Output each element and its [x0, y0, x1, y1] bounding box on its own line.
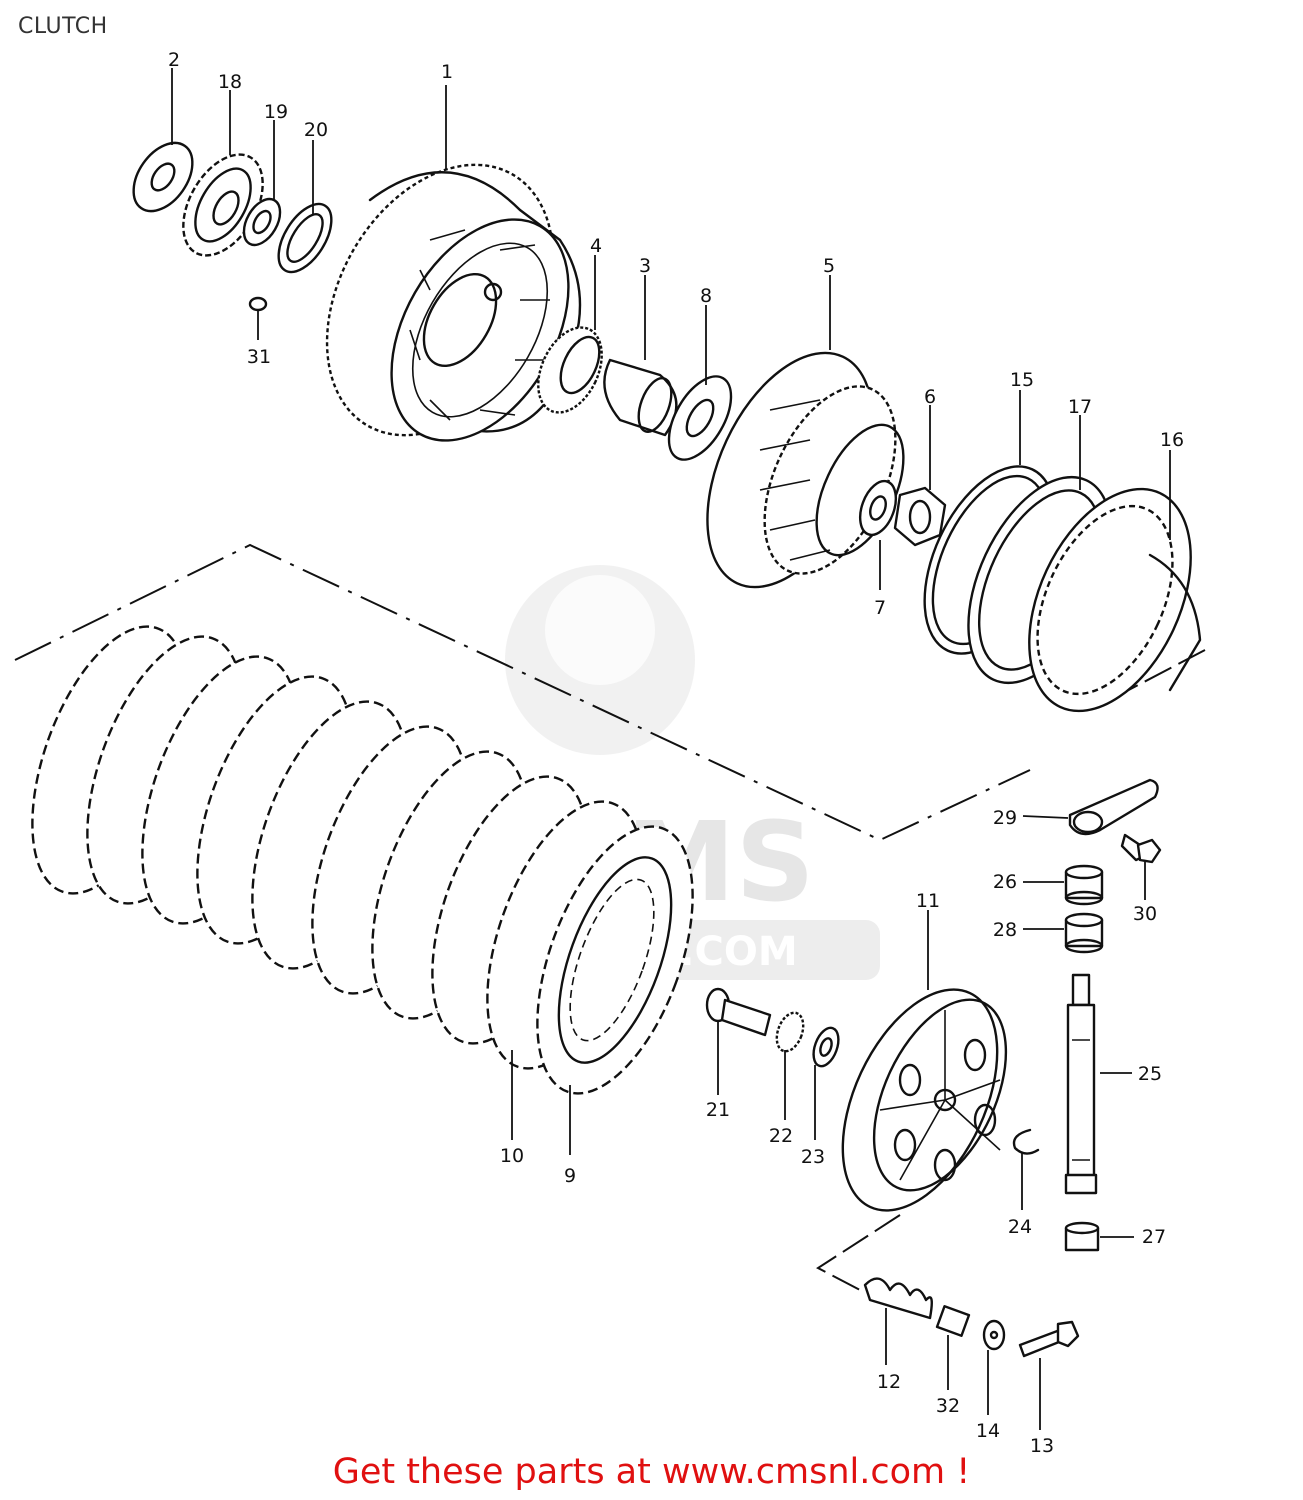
- part-26-bush: [1064, 864, 1104, 906]
- callout-15: 15: [1010, 369, 1034, 391]
- callout-4: 4: [590, 235, 602, 257]
- callout-31: 31: [247, 346, 271, 368]
- callout-18: 18: [218, 71, 242, 93]
- part-30-bolt: [1120, 833, 1162, 864]
- part-2-washer: [132, 141, 194, 213]
- callout-29: 29: [993, 807, 1017, 829]
- callout-5: 5: [823, 255, 835, 277]
- part-24-clip: [1012, 1128, 1040, 1155]
- part-29-release-arm: [1068, 778, 1159, 836]
- part-20-ring: [277, 202, 333, 274]
- callout-11: 11: [916, 890, 940, 912]
- part-13-bolt: [1018, 1320, 1080, 1358]
- part-16-wave-plate: [1028, 487, 1202, 713]
- callout-10: 10: [500, 1145, 524, 1167]
- part-7-lock-washer: [858, 479, 898, 537]
- callout-1: 1: [441, 61, 453, 83]
- callout-21: 21: [706, 1099, 730, 1121]
- callout-6: 6: [924, 386, 936, 408]
- callout-28: 28: [993, 919, 1017, 941]
- part-27-bush: [1064, 1221, 1100, 1252]
- callout-2: 2: [168, 49, 180, 71]
- callout-32: 32: [936, 1395, 960, 1417]
- part-6-nut: [893, 486, 947, 547]
- part-9-10-plate-stack: [31, 625, 694, 1095]
- part-22-bearing: [775, 1011, 805, 1053]
- callout-23: 23: [801, 1146, 825, 1168]
- part-5-sleeve-hub: [706, 351, 905, 589]
- callout-leaders: [171, 68, 1171, 1430]
- part-21-release-rack: [705, 987, 772, 1037]
- part-25-release-shaft: [1064, 973, 1098, 1195]
- callout-7: 7: [874, 597, 886, 619]
- part-14-washer: [982, 1319, 1006, 1351]
- part-31-pin: [248, 296, 268, 312]
- callout-14: 14: [976, 1420, 1000, 1442]
- callout-12: 12: [877, 1371, 901, 1393]
- part-23-washer: [812, 1026, 840, 1068]
- callout-16: 16: [1160, 429, 1184, 451]
- callout-labels: 1 2 3 4 5 6 7 8 9 10 11 12 13 14 15 16 1…: [168, 49, 1184, 1457]
- callout-9: 9: [564, 1165, 576, 1187]
- callout-8: 8: [700, 285, 712, 307]
- callout-20: 20: [304, 119, 328, 141]
- callout-26: 26: [993, 871, 1017, 893]
- callout-19: 19: [264, 101, 288, 123]
- callout-17: 17: [1068, 396, 1092, 418]
- callout-22: 22: [769, 1125, 793, 1147]
- callout-30: 30: [1133, 903, 1157, 925]
- callout-25: 25: [1138, 1063, 1162, 1085]
- part-1-clutch-housing: [325, 163, 582, 442]
- part-11-pressure-plate: [841, 988, 1008, 1212]
- part-3-spacer: [603, 358, 678, 437]
- page-title: CLUTCH: [18, 14, 108, 39]
- part-12-spring: [863, 1277, 933, 1320]
- part-4-needle-bearing: [537, 326, 603, 414]
- callout-24: 24: [1008, 1216, 1032, 1238]
- part-28-bush: [1064, 912, 1104, 954]
- callout-3: 3: [639, 255, 651, 277]
- part-19-bearing: [242, 197, 282, 247]
- footer-cta: Get these parts at www.cmsnl.com !: [332, 1452, 971, 1492]
- callout-13: 13: [1030, 1435, 1054, 1457]
- part-32-collar: [935, 1305, 971, 1337]
- part-8-washer: [667, 375, 733, 461]
- callout-27: 27: [1142, 1226, 1166, 1248]
